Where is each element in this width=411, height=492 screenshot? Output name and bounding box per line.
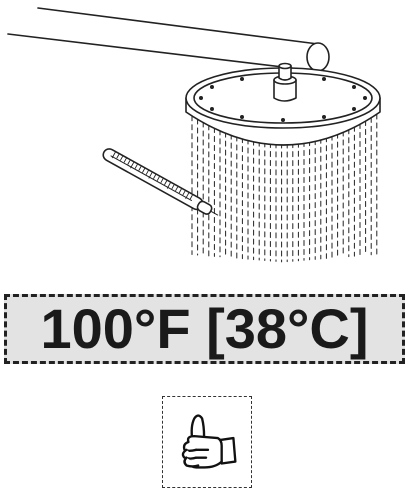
shower-illustration bbox=[7, 7, 381, 263]
thermometer bbox=[102, 148, 219, 216]
temperature-label-box: 100°F [38°C] bbox=[4, 294, 405, 364]
thumbs-up-icon bbox=[181, 414, 237, 469]
shower-head bbox=[185, 62, 381, 146]
approval-box bbox=[162, 396, 252, 488]
water-spray bbox=[191, 113, 378, 263]
temperature-label: 100°F [38°C] bbox=[40, 297, 369, 360]
water-pipe bbox=[7, 7, 330, 72]
